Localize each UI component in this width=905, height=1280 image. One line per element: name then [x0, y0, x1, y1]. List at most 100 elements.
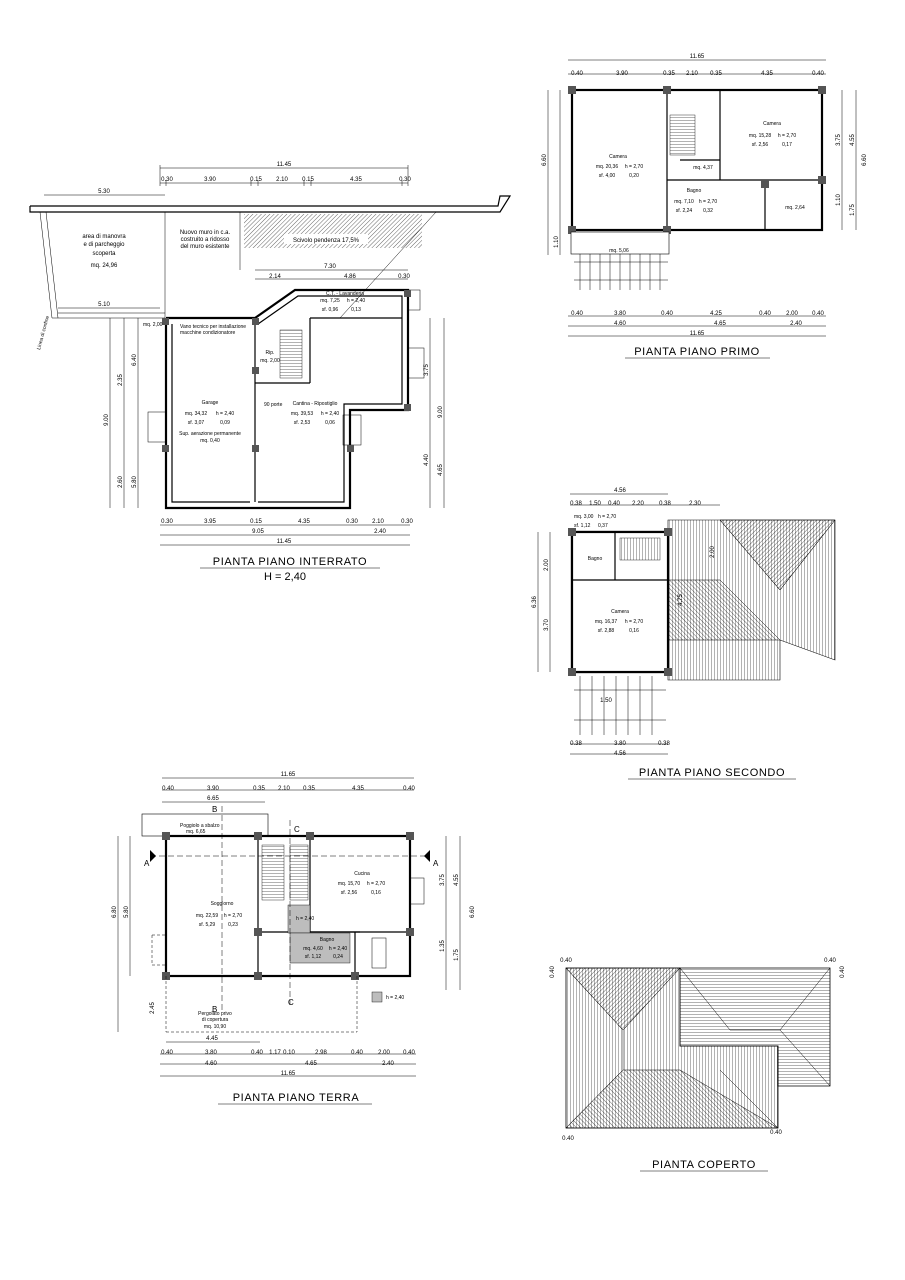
primo-right-1: 3.75 — [836, 134, 842, 146]
secondo-b1: 0.38 — [570, 741, 582, 747]
primo-top-dimensions: 11.65 0.40 3.90 0.35 2.10 0.35 4.35 0.40 — [568, 54, 826, 77]
terra-b7: 0.40 — [351, 1050, 363, 1056]
secondo-t3: 0.40 — [608, 501, 620, 507]
secondo-title: PIANTA PIANO SECONDO — [639, 767, 785, 779]
rip-name: Rip. — [266, 350, 275, 356]
garage-note-1: Sup. aerazione permanente — [179, 431, 241, 437]
tech-area: mq. 2,00 — [143, 322, 163, 328]
interrato-ct-dimensions: 7.30 2.14 4.86 0.30 — [255, 264, 410, 280]
terra-section-marks: A A B B C C — [144, 805, 439, 1014]
secondo-small-ratio: 0,37 — [598, 523, 608, 529]
rip-area: mq. 2,00 — [260, 358, 280, 364]
terra-second-dim: 6.65 — [207, 796, 219, 802]
terra-bb3: 2.40 — [382, 1061, 394, 1067]
primo-right-2: 4.55 — [850, 134, 856, 146]
ramp-note: Scivolo pendenza 17,5% — [293, 238, 360, 244]
secondo-camera-name: Camera — [611, 609, 629, 615]
terra-t6: 4.35 — [352, 786, 364, 792]
secondo-right-1: 2.00 — [710, 546, 716, 558]
secondo-t2: 1.50 — [589, 501, 601, 507]
primo-bagno-name: Bagno — [687, 188, 702, 194]
primo-right-3: 6.60 — [862, 154, 868, 166]
interrato-left-4: 2.60 — [118, 476, 124, 488]
coperto-title: PIANTA COPERTO — [652, 1159, 756, 1171]
terra-soggiorno-ratio: 0,23 — [228, 922, 238, 928]
coperto-d6: 0.40 — [840, 966, 846, 978]
terra-side-dimensions: 6.80 5.80 2.45 3.75 4.55 6.60 1.35 1.75 — [112, 836, 476, 1032]
secondo-roof — [667, 519, 836, 681]
terra-t7: 0.40 — [403, 786, 415, 792]
cantina-sf: sf. 2,53 — [294, 420, 311, 426]
primo-t3: 0.35 — [663, 71, 675, 77]
interrato-b-total: 11.45 — [277, 539, 292, 545]
primo-bagno-area: mq. 7,10 — [674, 199, 694, 205]
interrato-dim-1: 0.30 — [161, 177, 173, 183]
plan-terra: 11.65 0.40 3.90 0.35 2.10 0.35 4.35 0.40… — [112, 772, 476, 1105]
primo-camera2-sf: sf. 2,56 — [752, 142, 769, 148]
primo-b-total: 11.65 — [690, 331, 705, 337]
terra-t4: 2.10 — [278, 786, 290, 792]
coperto-d3: 0.40 — [562, 1136, 574, 1142]
terra-soggiorno-h: h = 2,70 — [224, 913, 242, 919]
primo-right-4: 1.10 — [836, 194, 842, 206]
terra-t3: 0.35 — [253, 786, 265, 792]
primo-bb1: 4.60 — [614, 321, 626, 327]
secondo-camera-ratio: 0,16 — [629, 628, 639, 634]
garage-note-2: mq. 0,40 — [200, 438, 220, 444]
terra-bb2: 4.65 — [305, 1061, 317, 1067]
terra-cucina-sf: sf. 2,56 — [341, 890, 358, 896]
interrato-left-5: 5.80 — [132, 476, 138, 488]
primo-camera1-ratio: 0,20 — [629, 173, 639, 179]
interrato-stair — [279, 329, 303, 379]
plan-coperto: 0.40 0.40 0.40 0.40 0.40 0.40 PIANTA COP… — [550, 958, 846, 1172]
porte-note: 90 porte — [264, 402, 283, 408]
secondo-b2: 3.80 — [614, 741, 626, 747]
plan-secondo: 4.56 0.38 1.50 0.40 2.20 0.38 2.30 mq. 3… — [532, 488, 836, 780]
interrato-right-1: 3.75 — [424, 364, 430, 376]
terra-b2: 3.80 — [205, 1050, 217, 1056]
terra-hall-h: h = 2,40 — [296, 916, 314, 922]
primo-camera2-name: Camera — [763, 121, 781, 127]
terra-bagno-area: mq. 4,60 — [303, 946, 323, 952]
primo-b4: 4.25 — [710, 311, 722, 317]
terra-bb1: 4.60 — [205, 1061, 217, 1067]
primo-bb2: 4.65 — [714, 321, 726, 327]
interrato-left-1: 9.00 — [104, 414, 110, 426]
parking-line-4: mq. 24,96 — [91, 263, 118, 269]
ct-dim-2: 4.86 — [344, 274, 356, 280]
interrato-b2: 3.95 — [204, 519, 216, 525]
cantina-h: h = 2,40 — [321, 411, 339, 417]
terra-right-1: 3.75 — [440, 874, 446, 886]
primo-hall-area: mq. 4,37 — [693, 165, 713, 171]
terra-pergola-3: mq. 10,90 — [204, 1024, 226, 1030]
primo-small-area: mq. 2,64 — [785, 205, 805, 211]
primo-left-1: 6.60 — [542, 154, 548, 166]
primo-b7: 0.40 — [812, 311, 824, 317]
ct-name: C.T. - Lavanderia — [326, 291, 364, 297]
terra-porch-note-2: mq. 6,65 — [186, 829, 206, 835]
secondo-bagno-name: Bagno — [588, 556, 603, 562]
secondo-b3: 0.38 — [658, 741, 670, 747]
interrato-top-dimensions: 11.45 0.30 3.90 0.15 2.10 0.15 4.35 0.30… — [44, 162, 411, 196]
secondo-left-2: 6.36 — [532, 596, 538, 608]
secondo-left-3: 3.70 — [544, 619, 550, 631]
terra-title: PIANTA PIANO TERRA — [233, 1092, 360, 1104]
interrato-b7: 0.30 — [401, 519, 413, 525]
ct-sf: sf. 0,96 — [322, 307, 339, 313]
interrato-ramp-total: 5.30 — [98, 189, 110, 195]
coperto-d2: 0.40 — [824, 958, 836, 964]
terra-t5: 0.35 — [303, 786, 315, 792]
terra-left-2: 5.80 — [124, 906, 130, 918]
secondo-t4: 2.20 — [632, 501, 644, 507]
interrato-b3: 0.15 — [250, 519, 262, 525]
secondo-b-total: 4.56 — [614, 751, 626, 757]
parking-line-2: e di parcheggio — [83, 242, 125, 248]
terra-b8: 2.00 — [378, 1050, 390, 1056]
interrato-dim-5: 0.15 — [302, 177, 314, 183]
secondo-t6: 2.30 — [689, 501, 701, 507]
primo-pergola — [574, 254, 668, 290]
section-a-right: A — [433, 859, 439, 868]
ct-h: h = 2,40 — [347, 298, 365, 304]
interrato-bm1: 9.05 — [252, 529, 264, 535]
primo-t6: 4.35 — [761, 71, 773, 77]
